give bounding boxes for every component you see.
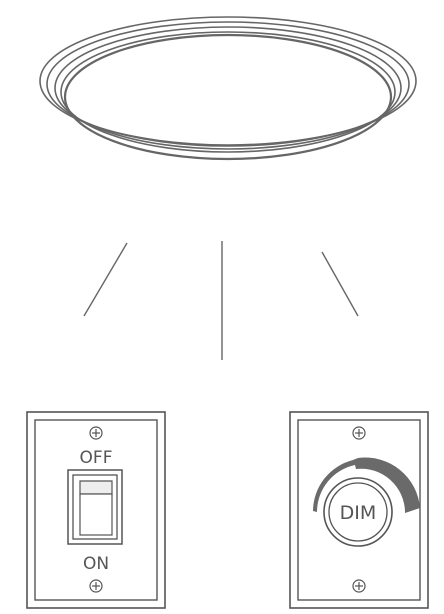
dimmer-range-arc	[313, 457, 420, 513]
toggle-lever[interactable]	[67, 469, 123, 545]
fixture-rim-ring-2	[54, 26, 402, 150]
fixture-rim-ring-3	[60, 31, 396, 153]
plate-screw-bottom	[352, 579, 366, 593]
dimmer-knob[interactable]: DIM	[323, 477, 393, 547]
plate-screw-top	[89, 426, 103, 440]
light-rays	[83, 241, 359, 360]
toggle-switch-plate-inner	[34, 419, 158, 601]
ceiling-light-fixture	[39, 16, 417, 161]
light-ray-left	[83, 242, 128, 317]
plate-screw-bottom	[89, 579, 103, 593]
fixture-rim-ring-1	[46, 21, 410, 147]
toggle-switch: OFF ON	[26, 411, 166, 609]
plate-screw-top	[352, 426, 366, 440]
dimmer-switch-plate-inner	[297, 419, 421, 601]
dimmer-switch: DIM	[289, 411, 429, 609]
toggle-on-label: ON	[83, 554, 109, 574]
toggle-off-label: OFF	[80, 448, 113, 468]
fixture-outer-rim	[39, 16, 417, 146]
light-ray-right	[321, 251, 359, 317]
fixture-diffuser	[63, 33, 393, 161]
dimmer-knob-label: DIM	[340, 502, 377, 524]
